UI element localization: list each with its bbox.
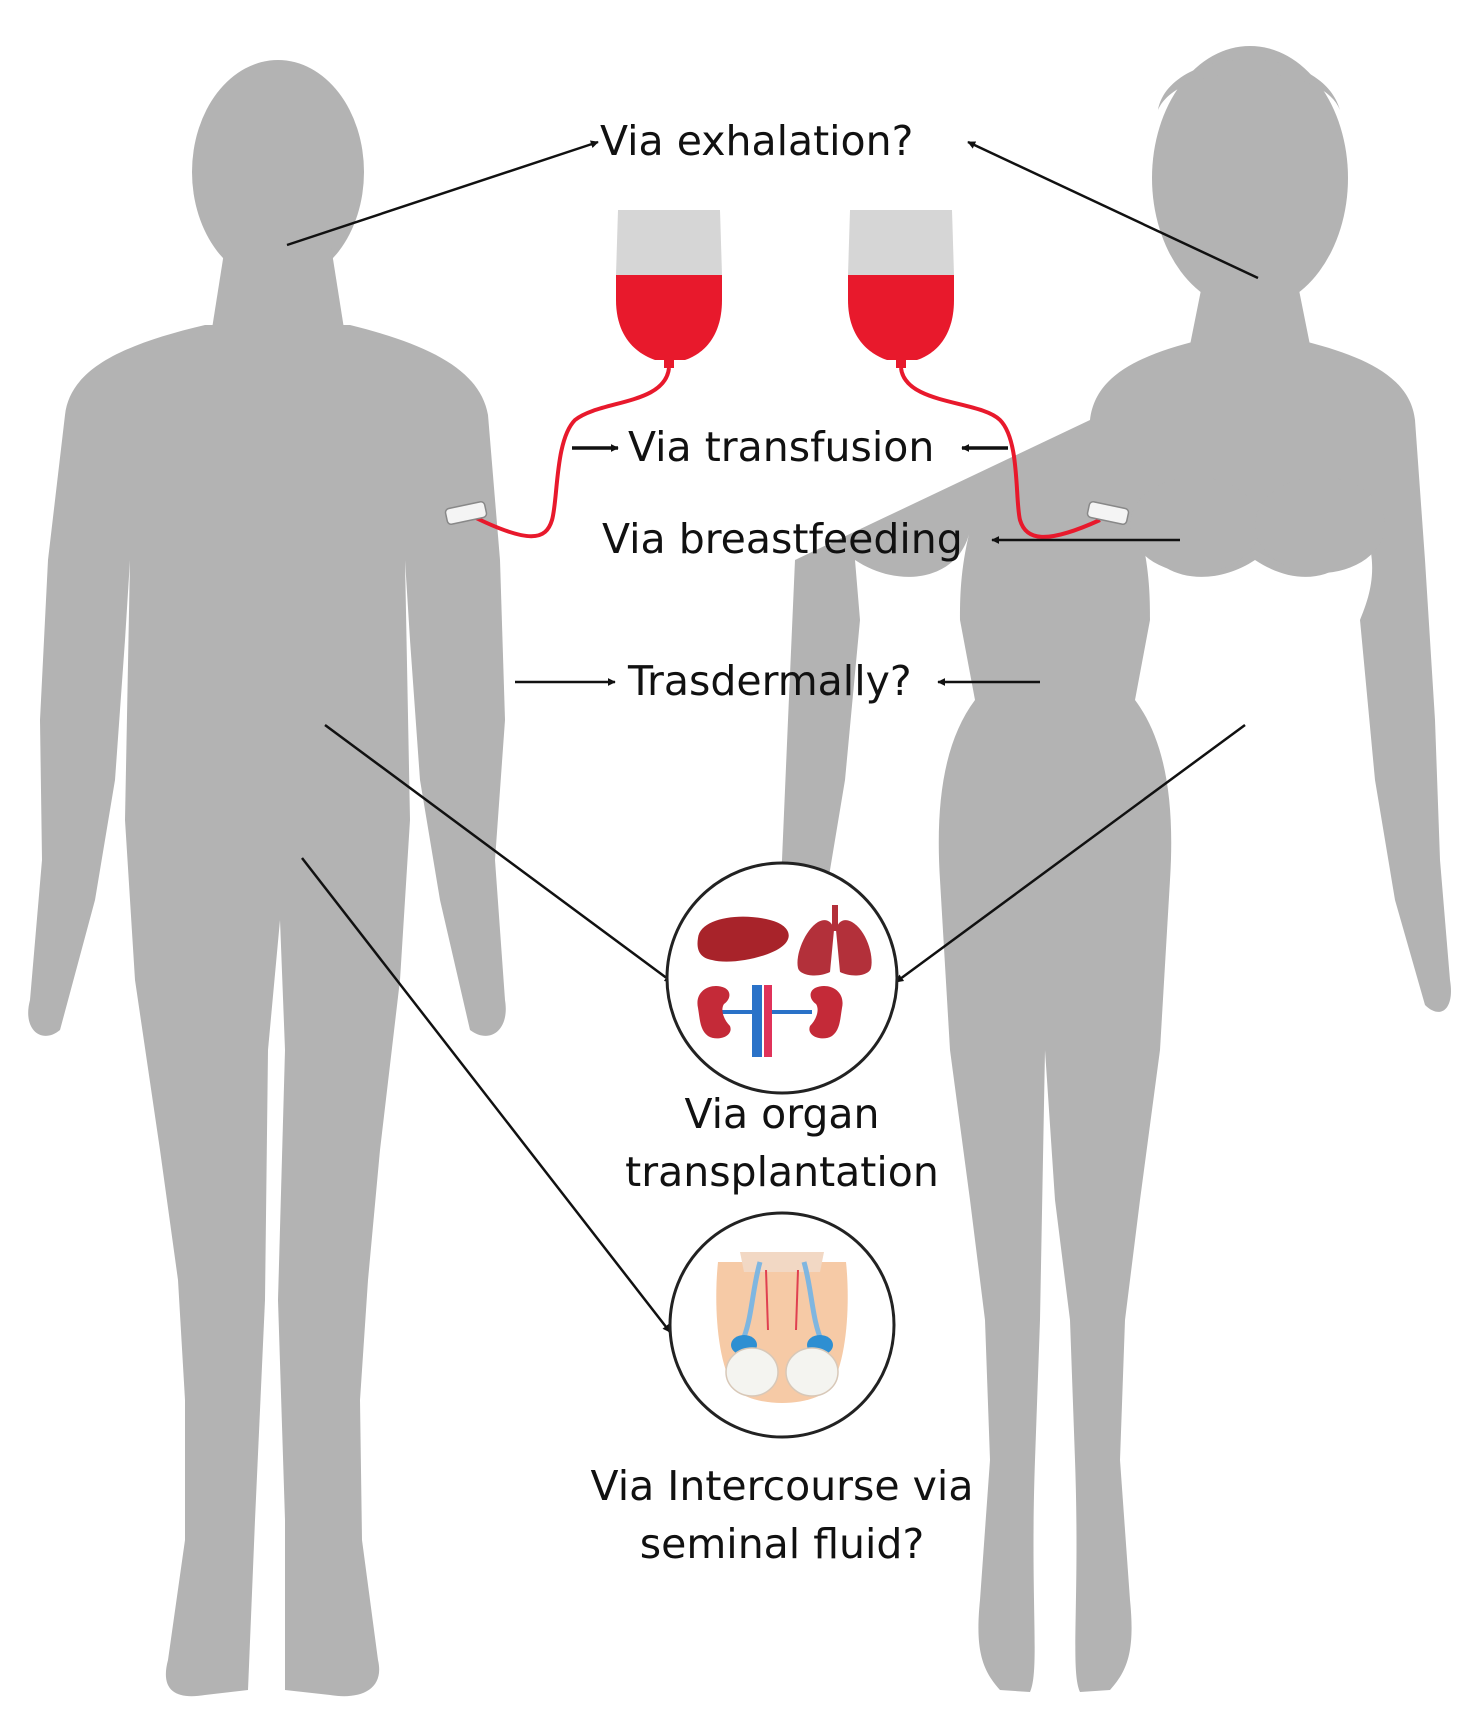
right-iv-tube bbox=[899, 367, 1101, 539]
label-transdermal: Trasdermally? bbox=[628, 657, 912, 705]
male-reproductive-icon bbox=[668, 1211, 896, 1439]
label-organ-line1: Via organ bbox=[684, 1090, 880, 1138]
label-organ-line2: transplantation bbox=[625, 1148, 939, 1197]
label-intercourse-line2: seminal fluid? bbox=[639, 1520, 925, 1569]
arrow-female-exhalation bbox=[967, 140, 1259, 280]
blood-bag-icon bbox=[848, 210, 954, 368]
left-iv-cannula bbox=[444, 501, 488, 525]
organs-icon bbox=[665, 861, 899, 1095]
female-silhouette-icon bbox=[774, 46, 1451, 1692]
left-iv-tube bbox=[469, 367, 671, 539]
arrow-male-exhalation bbox=[286, 140, 599, 247]
label-intercourse-line1: Via Intercourse via bbox=[590, 1462, 974, 1510]
arrow-male-organ bbox=[324, 723, 673, 984]
male-silhouette-icon bbox=[28, 60, 506, 1697]
label-organ-transplantation: Via organ transplantation bbox=[582, 1085, 982, 1201]
blood-bag-icon bbox=[616, 210, 722, 368]
right-iv-cannula bbox=[1086, 501, 1130, 525]
arrow-female-organ bbox=[895, 723, 1246, 984]
label-intercourse: Via Intercourse via seminal fluid? bbox=[552, 1457, 1012, 1573]
label-breastfeeding: Via breastfeeding bbox=[602, 515, 963, 563]
arrow-male-intercourse bbox=[301, 857, 671, 1333]
label-transfusion: Via transfusion bbox=[628, 423, 935, 471]
label-exhalation: Via exhalation? bbox=[600, 117, 914, 165]
